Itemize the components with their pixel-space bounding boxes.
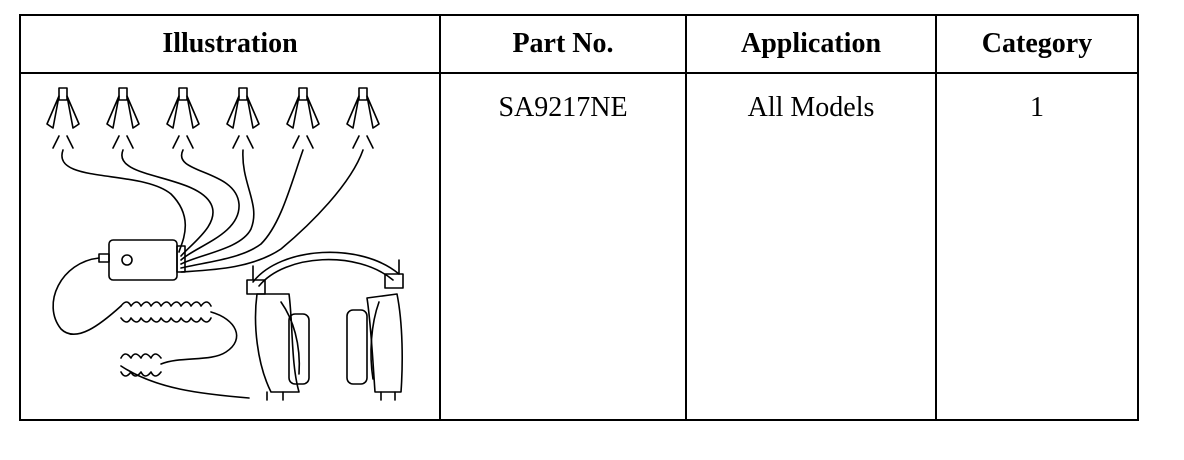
parts-table: Illustration Part No. Application Catego… <box>19 14 1139 421</box>
alligator-clip-icon <box>226 87 260 149</box>
header-part-no: Part No. <box>439 14 687 74</box>
header-application: Application <box>685 14 937 74</box>
category-cell: 1 <box>935 72 1139 421</box>
stethoscope-kit-icon <box>46 87 404 401</box>
alligator-clip-icon <box>286 87 320 149</box>
header-illustration: Illustration <box>19 14 441 74</box>
application-cell: All Models <box>685 72 937 421</box>
part-no-cell: SA9217NE <box>439 72 687 421</box>
alligator-clip-icon <box>106 87 140 149</box>
header-row: Illustration Part No. Application Catego… <box>19 14 1139 74</box>
alligator-clip-icon <box>166 87 200 149</box>
alligator-clip-icon <box>346 87 380 149</box>
table-body: SA9217NE All Models 1 <box>19 72 1139 421</box>
table-row: SA9217NE All Models 1 <box>19 72 1139 421</box>
table-header: Illustration Part No. Application Catego… <box>19 14 1139 74</box>
illustration-cell <box>19 72 441 421</box>
header-category: Category <box>935 14 1139 74</box>
alligator-clip-icon <box>46 87 80 149</box>
